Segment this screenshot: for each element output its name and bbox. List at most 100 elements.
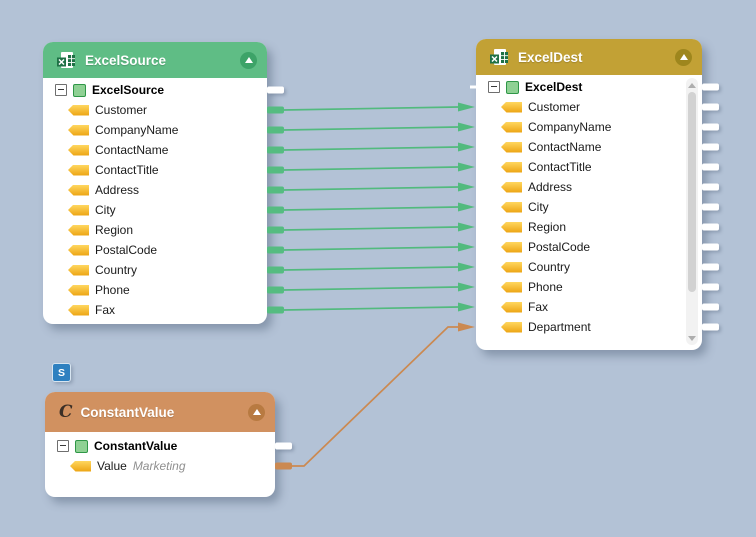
mapping-wire <box>283 106 459 111</box>
field-row[interactable]: Country <box>55 260 284 280</box>
mapping-arrowhead <box>458 302 475 312</box>
exceldest-header[interactable]: ExcelDest <box>476 39 702 75</box>
exceldest-tree: ExcelDest Customer CompanyName ContactNa… <box>470 75 719 337</box>
output-connector-stub[interactable] <box>267 266 284 274</box>
output-connector-stub[interactable] <box>267 206 284 214</box>
output-connector-stub[interactable] <box>267 286 284 294</box>
field-row[interactable]: ContactTitle <box>488 157 719 177</box>
field-row[interactable]: Value Marketing <box>57 456 292 476</box>
field-row[interactable]: CompanyName <box>488 117 719 137</box>
data-item-icon <box>501 121 522 133</box>
collapse-tree-icon[interactable] <box>488 81 500 93</box>
output-connector-stub[interactable] <box>702 303 719 311</box>
output-connector-stub[interactable] <box>267 126 284 134</box>
triangle-up-icon <box>244 57 253 63</box>
data-item-icon <box>68 244 89 256</box>
field-row[interactable]: CompanyName <box>55 120 284 140</box>
collapse-tree-icon[interactable] <box>57 440 69 452</box>
output-connector-stub[interactable] <box>702 283 719 291</box>
output-connector-stub[interactable] <box>267 186 284 194</box>
collapse-component-button[interactable] <box>248 403 265 421</box>
tree-root-row[interactable]: ExcelDest <box>470 77 719 97</box>
output-connector-stub[interactable] <box>702 203 719 211</box>
mapping-wire <box>283 286 459 291</box>
field-row[interactable]: City <box>55 200 284 220</box>
data-item-icon <box>501 301 522 313</box>
output-connector-stub[interactable] <box>275 442 292 450</box>
field-row[interactable]: Phone <box>488 277 719 297</box>
field-row[interactable]: Fax <box>55 300 284 320</box>
status-badge-s[interactable]: S <box>52 363 71 382</box>
field-row[interactable]: Customer <box>55 100 284 120</box>
mapping-wire <box>283 206 459 211</box>
output-connector-stub[interactable] <box>702 243 719 251</box>
table-node-icon <box>73 83 86 97</box>
field-row[interactable]: ContactName <box>488 137 719 157</box>
field-row[interactable]: ContactName <box>55 140 284 160</box>
field-row[interactable]: Phone <box>55 280 284 300</box>
mapping-arrowhead <box>458 222 475 232</box>
output-connector-stub[interactable] <box>267 166 284 174</box>
excelsource-header[interactable]: ExcelSource <box>43 42 267 78</box>
field-row[interactable]: ContactTitle <box>55 160 284 180</box>
output-connector-stub[interactable] <box>702 183 719 191</box>
exceldest-title: ExcelDest <box>518 49 583 65</box>
constant-function-icon: C <box>59 401 73 422</box>
mapping-arrowhead <box>458 262 475 272</box>
data-item-icon <box>501 321 522 333</box>
collapse-component-button[interactable] <box>240 51 257 69</box>
component-constantvalue[interactable]: C ConstantValue ConstantValue Value Mark… <box>45 392 292 497</box>
output-connector-stub[interactable] <box>702 323 719 331</box>
collapse-tree-icon[interactable] <box>55 84 67 96</box>
output-connector-stub[interactable] <box>702 163 719 171</box>
mapping-wire <box>283 146 459 151</box>
mapping-wire <box>283 266 459 271</box>
output-connector-stub[interactable] <box>702 103 719 111</box>
field-row[interactable]: Address <box>488 177 719 197</box>
output-connector-stub[interactable] <box>267 226 284 234</box>
tree-root-row[interactable]: ConstantValue <box>57 436 292 456</box>
field-row[interactable]: Department <box>488 317 719 337</box>
excel-file-icon <box>490 48 508 65</box>
collapse-component-button[interactable] <box>675 48 692 66</box>
field-row[interactable]: Region <box>488 217 719 237</box>
vertical-scrollbar[interactable] <box>686 78 698 345</box>
tree-root-row[interactable]: ExcelSource <box>55 80 284 100</box>
input-connector-arrow[interactable] <box>470 82 487 92</box>
scrollbar-thumb[interactable] <box>688 92 696 292</box>
field-row[interactable]: Customer <box>488 97 719 117</box>
field-row[interactable]: Fax <box>488 297 719 317</box>
field-row[interactable]: Region <box>55 220 284 240</box>
output-connector-stub[interactable] <box>267 246 284 254</box>
field-row[interactable]: City <box>488 197 719 217</box>
output-connector-stub[interactable] <box>702 143 719 151</box>
mapping-wire <box>283 126 459 131</box>
output-connector-stub[interactable] <box>702 123 719 131</box>
data-item-icon <box>68 144 89 156</box>
output-connector-stub[interactable] <box>702 263 719 271</box>
mapping-arrowhead <box>458 122 475 132</box>
field-row[interactable]: PostalCode <box>55 240 284 260</box>
mapping-arrowhead <box>458 202 475 212</box>
field-row[interactable]: PostalCode <box>488 237 719 257</box>
component-excelsource[interactable]: ExcelSource ExcelSource Customer Company… <box>43 42 284 324</box>
mapping-arrowhead <box>458 322 475 332</box>
output-connector-stub[interactable] <box>267 86 284 94</box>
data-item-icon <box>501 261 522 273</box>
field-row[interactable]: Country <box>488 257 719 277</box>
output-connector-stub[interactable] <box>267 146 284 154</box>
data-item-icon <box>501 101 522 113</box>
component-exceldest[interactable]: ExcelDest ExcelDest Customer CompanyName… <box>470 39 719 350</box>
constantvalue-header[interactable]: C ConstantValue <box>45 392 275 432</box>
output-connector-stub[interactable] <box>702 83 719 91</box>
data-item-icon <box>68 124 89 136</box>
output-connector-stub[interactable] <box>267 306 284 314</box>
output-connector-stub[interactable] <box>267 106 284 114</box>
data-item-icon <box>501 161 522 173</box>
scroll-up-button[interactable] <box>686 79 698 91</box>
scroll-down-button[interactable] <box>686 332 698 344</box>
field-row[interactable]: Address <box>55 180 284 200</box>
output-connector-stub[interactable] <box>275 462 292 470</box>
mapping-wire <box>283 166 459 171</box>
output-connector-stub[interactable] <box>702 223 719 231</box>
